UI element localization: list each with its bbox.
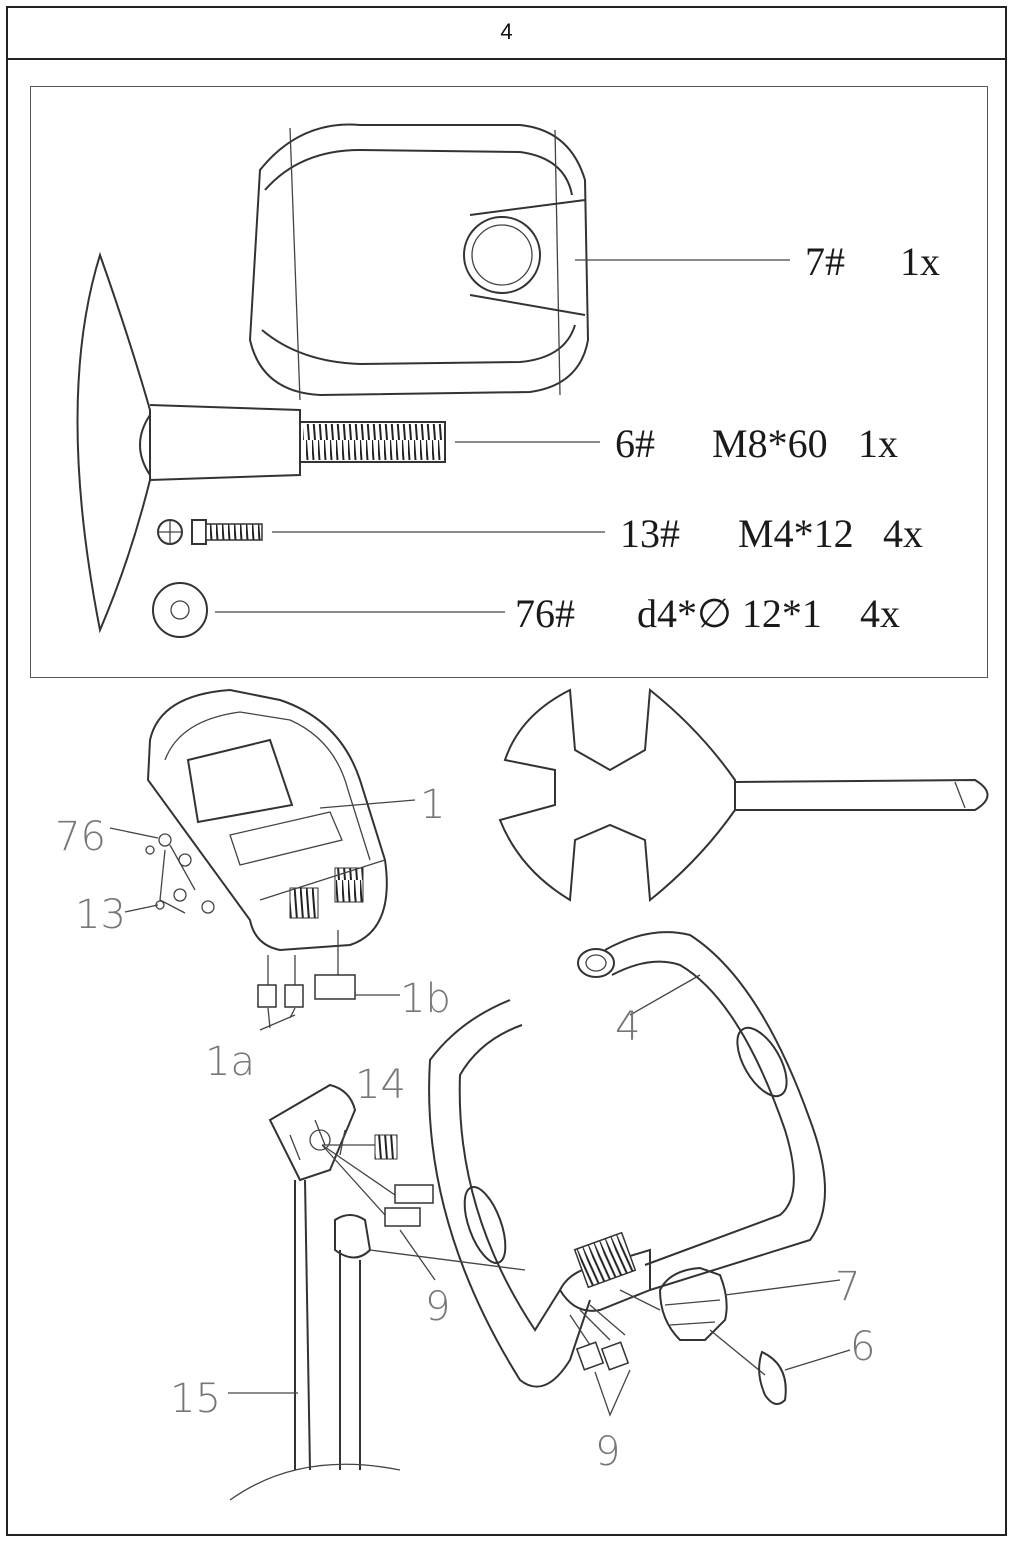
part-76-qty: 4x (860, 591, 900, 636)
part-6-spec: M8*60 (712, 421, 828, 466)
callout-1b: 1b (400, 976, 451, 1022)
callout-13: 13 (75, 892, 126, 938)
part-76-spec: d4*∅ 12*1 (637, 591, 822, 636)
part-13-spec: M4*12 (738, 511, 854, 556)
part-7-cover-drawing (248, 123, 790, 401)
part-6-knob-drawing (76, 251, 600, 634)
parts-list-box (30, 86, 988, 678)
callout-1: 1 (420, 782, 445, 828)
callout-4: 4 (615, 1004, 640, 1050)
console-wires-drawing (257, 930, 356, 1031)
part-7-id: 7# (805, 239, 845, 284)
step-number: 4 (6, 6, 1007, 60)
console-drawing (146, 688, 388, 952)
part-13-screw-drawing (157, 519, 605, 545)
console-fasteners-drawing (145, 833, 215, 914)
callout-14: 14 (355, 1062, 406, 1108)
wrench-tool-drawing (498, 688, 989, 902)
part-7-qty: 1x (900, 239, 940, 284)
part-76-washer-drawing (152, 582, 505, 638)
callout-9-left: 9 (425, 1284, 450, 1330)
diagram-frame (6, 6, 1007, 1536)
callout-15: 15 (170, 1376, 221, 1422)
callout-1a: 1a (205, 1039, 255, 1085)
bracket-wires-drawing (321, 1134, 434, 1227)
callout-9-bottom: 9 (595, 1429, 620, 1475)
cover-and-knob-drawing (619, 1266, 787, 1405)
part-76-id: 76# (515, 591, 575, 636)
part-13-id: 13# (620, 511, 680, 556)
handlebar-wires-drawing (569, 1304, 631, 1417)
upright-post-drawing (229, 1083, 401, 1501)
part-6-id: 6# (615, 421, 655, 466)
handlebar-drawing (428, 931, 826, 1388)
part-6-qty: 1x (858, 421, 898, 466)
callout-76: 76 (55, 814, 106, 860)
callout-7: 7 (835, 1264, 860, 1310)
part-13-qty: 4x (883, 511, 923, 556)
callout-6: 6 (850, 1324, 875, 1370)
